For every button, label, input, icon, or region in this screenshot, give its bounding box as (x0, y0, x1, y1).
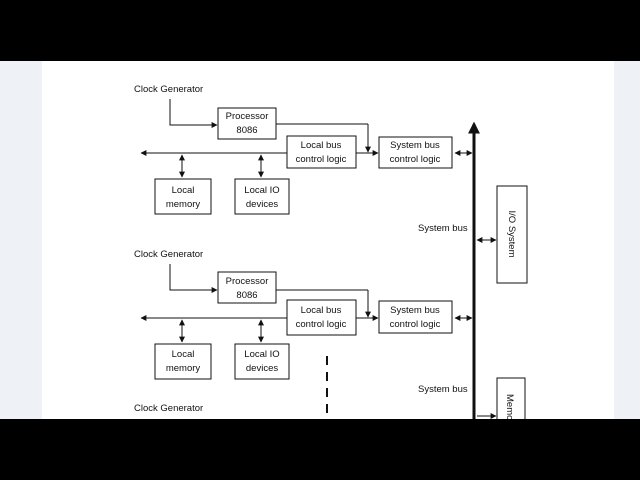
local-io-box (234, 343, 290, 380)
local-io-label-2: devices (246, 363, 278, 374)
clock-generator-label: Clock Generator (134, 84, 203, 95)
local-memory-label-1: Local (172, 349, 195, 360)
processor-group-3: Clock Generator (134, 403, 203, 414)
local-bus-label-1: Local bus (301, 140, 342, 151)
io-system-label: I/O System (506, 211, 517, 258)
local-bus-label-2: control logic (296, 154, 347, 165)
processor-group-1: Clock Generator Processor 8086 Local bus… (134, 84, 473, 215)
local-bus-label-1: Local bus (301, 305, 342, 316)
system-bus-control-label-1: System bus (390, 140, 440, 151)
system-bus-control-label-2: control logic (390, 154, 441, 165)
processor-label: Processor (226, 276, 269, 287)
local-memory-box (154, 343, 212, 380)
processor-model: 8086 (236, 125, 257, 136)
local-bus-control-box (286, 135, 357, 169)
processor-group-2: Clock Generator Processor 8086 Local bus… (134, 249, 473, 380)
local-bus-label-2: control logic (296, 319, 347, 330)
local-memory-label-2: memory (166, 199, 201, 210)
system-bus-control-label-1: System bus (390, 305, 440, 316)
system-bus-label: System bus (418, 223, 468, 234)
local-io-box (234, 178, 290, 215)
system-bus-control-box (378, 300, 453, 334)
processor-box (217, 107, 277, 140)
clock-generator-label: Clock Generator (134, 403, 203, 414)
local-io-label-1: Local IO (244, 349, 279, 360)
io-system-box (496, 185, 528, 284)
local-memory-label-2: memory (166, 363, 201, 374)
clock-connector (169, 264, 218, 293)
processor-model: 8086 (236, 290, 257, 301)
local-memory-label-1: Local (172, 185, 195, 196)
local-io-label-2: devices (246, 199, 278, 210)
letterbox-top (0, 0, 640, 61)
local-io-label-1: Local IO (244, 185, 279, 196)
page-margin-right (614, 61, 640, 419)
processor-box (217, 271, 277, 304)
memory-label: Memo (504, 394, 515, 420)
system-bus-control-label-2: control logic (390, 319, 441, 330)
system-bus-label: System bus (418, 384, 468, 395)
local-bus-control-box (286, 299, 357, 336)
clock-generator-label: Clock Generator (134, 249, 203, 260)
processor-label: Processor (226, 111, 269, 122)
clock-connector (169, 99, 218, 128)
page (42, 61, 614, 419)
page-margin-left (0, 61, 42, 419)
letterbox-bottom-overlay (0, 419, 640, 480)
memory-box (496, 377, 526, 419)
local-memory-box (154, 178, 212, 215)
system-bus-control-box (378, 136, 453, 169)
